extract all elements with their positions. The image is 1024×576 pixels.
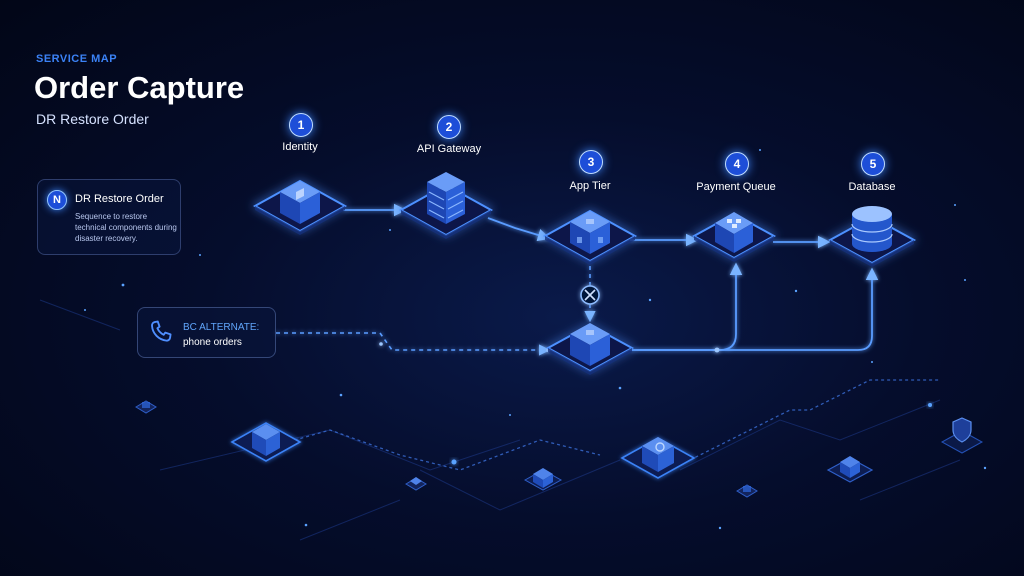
server-stack-icon	[523, 468, 563, 491]
bc-alternate-text: phone orders	[183, 337, 242, 348]
node-app-tier[interactable]	[542, 209, 638, 265]
node-label-app-tier: App Tier	[569, 180, 611, 192]
node-label-database: Database	[848, 181, 896, 193]
shield-icon	[940, 417, 984, 454]
blocked-icon	[580, 285, 600, 305]
server-stack-icon	[826, 456, 874, 483]
step-badge-api-gateway: 2	[437, 115, 461, 139]
chip-icon	[736, 484, 758, 498]
page-title: Order Capture	[34, 70, 245, 105]
step-badge-database: 5	[861, 152, 885, 176]
connector-phone-alt	[276, 332, 551, 356]
flow-connectors	[343, 203, 879, 351]
node-identity[interactable]	[252, 179, 348, 235]
chip-icon	[135, 400, 157, 414]
cube-icon	[230, 422, 302, 462]
node-label-identity: Identity	[282, 141, 318, 153]
dashed-connectors	[276, 258, 596, 356]
gear-cube-icon	[620, 437, 696, 479]
step-badge-app-tier: 3	[579, 150, 603, 174]
background-sparkles	[84, 149, 987, 530]
database-icon	[851, 206, 893, 252]
node-payment-queue[interactable]	[691, 212, 777, 262]
connector-alt-payment	[630, 262, 743, 351]
background-decorative-nodes	[135, 400, 984, 498]
page-subtitle: DR Restore Order	[36, 111, 149, 127]
node-label-api-gateway: API Gateway	[416, 143, 482, 155]
connector-api-app	[487, 217, 551, 242]
bc-alternate-label: BC ALTERNATE:	[183, 322, 260, 333]
connector-alt-database	[630, 267, 879, 351]
legend-title: DR Restore Order	[75, 193, 164, 205]
background-dashed-circuit	[259, 379, 940, 471]
phone-icon	[151, 320, 172, 342]
legend-description: Sequence to restore technical components…	[75, 212, 177, 243]
step-badge-payment-queue: 4	[725, 152, 749, 176]
legend-badge: N	[47, 190, 67, 210]
page-eyebrow: SERVICE MAP	[36, 53, 118, 65]
node-label-payment-queue: Payment Queue	[696, 181, 776, 193]
node-database[interactable]	[827, 206, 917, 267]
background-circuit-lines	[39, 299, 961, 541]
legend-card: N DR Restore Order Sequence to restore t…	[37, 179, 181, 255]
bc-alternate-card[interactable]: BC ALTERNATE: phone orders	[137, 307, 276, 358]
node-bc-alternate[interactable]	[545, 323, 635, 375]
step-badge-identity: 1	[289, 113, 313, 137]
node-api-gateway[interactable]	[398, 172, 494, 239]
cube-icon	[405, 477, 427, 491]
